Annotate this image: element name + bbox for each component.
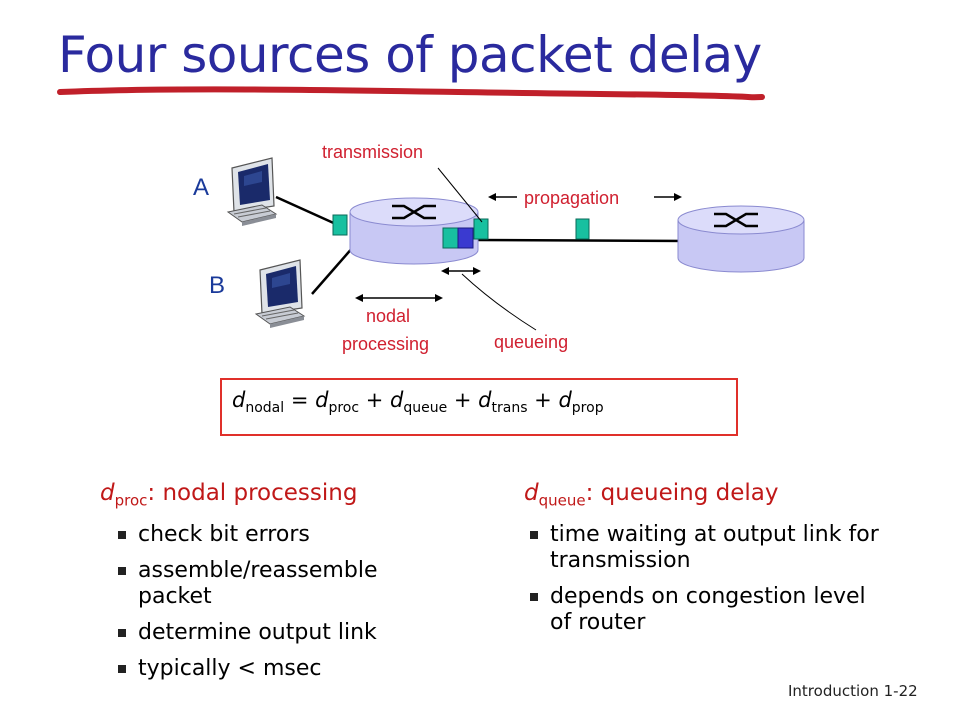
footer-label: Introduction 1-22 — [788, 682, 918, 700]
formula-term-queue-sub: queue — [403, 400, 448, 417]
proc-bullet: determine output link — [114, 620, 444, 646]
transmission-label: transmission — [322, 142, 424, 162]
proc-heading-symbol: d — [100, 480, 115, 506]
propagation-arrow — [488, 193, 682, 201]
proc-heading-sub: proc — [114, 491, 148, 510]
formula-term-queue-symbol: d — [390, 388, 404, 412]
router-1-icon — [349, 197, 479, 265]
formula-plus: + — [447, 388, 479, 412]
proc-heading-text: : nodal processing — [147, 480, 358, 506]
host-a-label: A — [193, 174, 210, 201]
nodal-processing-label-line1: nodal — [366, 306, 411, 326]
queue-heading-text: : queueing delay — [585, 480, 779, 506]
proc-bullet: typically < msec — [114, 656, 444, 682]
queueing-arrow — [441, 267, 481, 275]
queue-heading-symbol: d — [524, 480, 539, 506]
link-router-router — [477, 238, 691, 243]
nodal-processing-label-line2: processing — [342, 334, 430, 354]
computer-a-icon — [226, 157, 278, 226]
formula-plus: + — [359, 388, 390, 412]
link-host-b — [311, 245, 355, 295]
nodal-processing-arrow — [355, 294, 443, 302]
proc-bullet-list: check bit errors assemble/reassemble pac… — [114, 522, 444, 692]
footer-page: 1-22 — [883, 682, 918, 700]
packet-queued-blue — [457, 227, 474, 249]
queueing-pointer — [461, 273, 537, 331]
computer-b-icon — [254, 259, 306, 328]
slide-title: Four sources of packet delay — [58, 26, 762, 84]
link-host-a — [275, 195, 339, 227]
packet-arriving — [332, 214, 348, 236]
formula-term-trans-symbol: d — [478, 388, 492, 412]
queue-heading: dqueue: queueing delay — [524, 480, 778, 510]
queue-bullet: depends on congestion level of router — [526, 584, 880, 636]
title-underline — [57, 86, 765, 101]
formula-equals: = — [284, 388, 316, 412]
nodal-delay-formula: dnodal = dproc + dqueue + dtrans + dprop — [232, 388, 604, 416]
formula-lhs-symbol: d — [232, 388, 246, 412]
packet-queued-green — [442, 227, 459, 249]
formula-term-prop-symbol: d — [558, 388, 572, 412]
queue-heading-sub: queue — [538, 491, 586, 510]
packet-transmitting — [473, 218, 489, 240]
footer-section: Introduction — [788, 682, 879, 700]
transmission-pointer — [437, 167, 483, 223]
queue-bullet: time waiting at output link for transmis… — [526, 522, 916, 574]
formula-term-proc-sub: proc — [328, 400, 360, 417]
formula-term-prop-sub: prop — [571, 400, 604, 417]
formula-term-proc-symbol: d — [315, 388, 329, 412]
proc-bullet: check bit errors — [114, 522, 444, 548]
queueing-label: queueing — [494, 332, 569, 352]
formula-plus: + — [527, 388, 559, 412]
packet-propagating — [575, 218, 590, 240]
proc-bullet: assemble/reassemble packet — [114, 558, 428, 610]
formula-term-trans-sub: trans — [491, 400, 528, 417]
queue-bullet-list: time waiting at output link for transmis… — [526, 522, 916, 646]
host-b-label: B — [209, 272, 226, 299]
formula-lhs-sub: nodal — [245, 400, 285, 417]
proc-heading: dproc: nodal processing — [100, 480, 357, 510]
formula-box — [220, 378, 738, 436]
propagation-label: propagation — [524, 188, 620, 208]
router-2-icon — [677, 205, 805, 273]
